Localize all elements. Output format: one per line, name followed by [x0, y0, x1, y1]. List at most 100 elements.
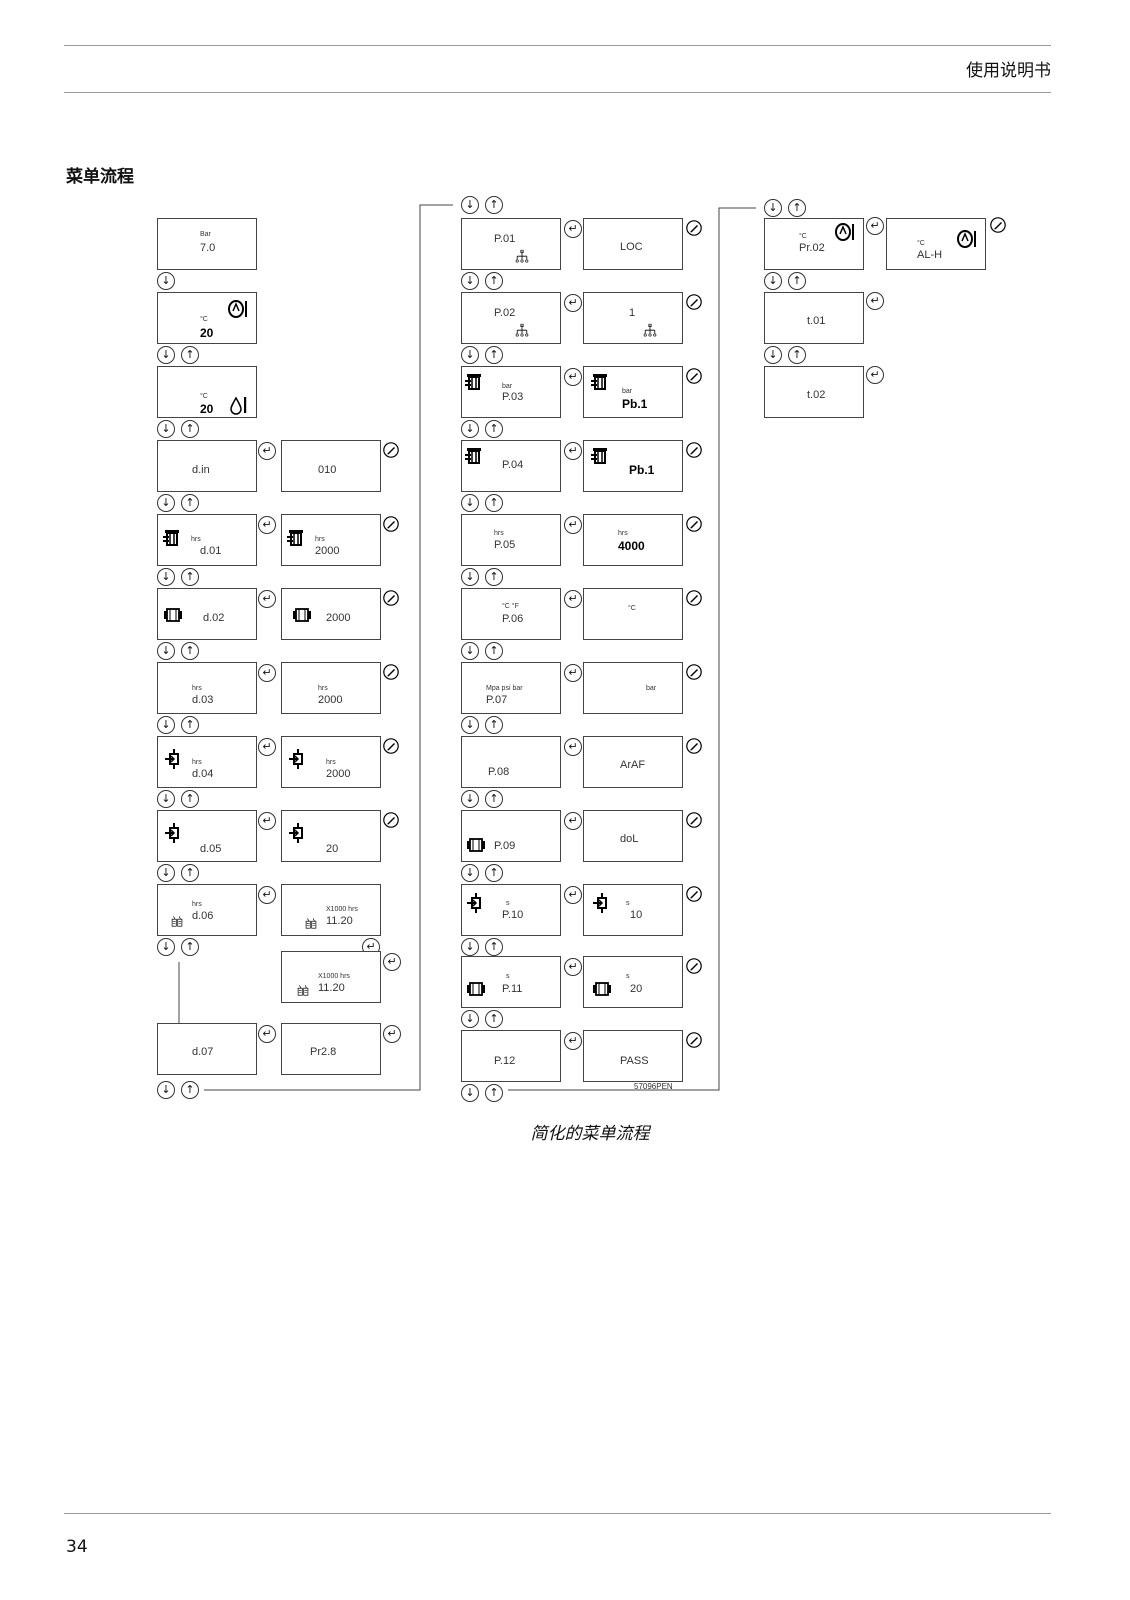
edit-icon[interactable]: [383, 442, 399, 458]
down-button[interactable]: ↓: [764, 199, 782, 217]
edit-icon[interactable]: [686, 738, 702, 754]
enter-button[interactable]: ↵: [564, 442, 582, 460]
enter-button[interactable]: ↵: [564, 1032, 582, 1050]
down-button[interactable]: ↓: [461, 864, 479, 882]
down-button[interactable]: ↓: [461, 196, 479, 214]
enter-button[interactable]: ↵: [258, 886, 276, 904]
down-button[interactable]: ↓: [461, 642, 479, 660]
down-button[interactable]: ↓: [157, 1081, 175, 1099]
up-button[interactable]: ↑: [181, 642, 199, 660]
up-button[interactable]: ↑: [485, 272, 503, 290]
enter-button[interactable]: ↵: [258, 738, 276, 756]
edit-icon[interactable]: [383, 664, 399, 680]
down-button[interactable]: ↓: [461, 494, 479, 512]
down-button[interactable]: ↓: [764, 272, 782, 290]
down-button[interactable]: ↓: [157, 494, 175, 512]
down-button[interactable]: ↓: [461, 938, 479, 956]
up-button[interactable]: ↑: [485, 420, 503, 438]
up-button[interactable]: ↑: [788, 272, 806, 290]
enter-button[interactable]: ↵: [564, 220, 582, 238]
up-button[interactable]: ↑: [485, 568, 503, 586]
up-button[interactable]: ↑: [181, 790, 199, 808]
edit-icon[interactable]: [686, 220, 702, 236]
down-button[interactable]: ↓: [461, 272, 479, 290]
up-button[interactable]: ↑: [181, 864, 199, 882]
down-button[interactable]: ↓: [157, 272, 175, 290]
up-button[interactable]: ↑: [485, 864, 503, 882]
enter-button[interactable]: ↵: [564, 516, 582, 534]
down-button[interactable]: ↓: [157, 346, 175, 364]
up-button[interactable]: ↑: [485, 346, 503, 364]
filter-icon: [464, 447, 484, 467]
edit-icon[interactable]: [686, 958, 702, 974]
down-button[interactable]: ↓: [157, 716, 175, 734]
enter-button[interactable]: ↵: [258, 812, 276, 830]
down-button[interactable]: ↓: [461, 716, 479, 734]
down-button[interactable]: ↓: [157, 420, 175, 438]
enter-button[interactable]: ↵: [258, 590, 276, 608]
edit-icon[interactable]: [383, 738, 399, 754]
enter-button[interactable]: ↵: [258, 442, 276, 460]
down-button[interactable]: ↓: [157, 568, 175, 586]
enter-button[interactable]: ↵: [564, 294, 582, 312]
enter-button[interactable]: ↵: [564, 664, 582, 682]
down-button[interactable]: ↓: [157, 864, 175, 882]
up-button[interactable]: ↑: [181, 568, 199, 586]
enter-button[interactable]: ↵: [383, 953, 401, 971]
enter-button[interactable]: ↵: [866, 292, 884, 310]
enter-button[interactable]: ↵: [564, 738, 582, 756]
up-button[interactable]: ↑: [181, 938, 199, 956]
edit-icon[interactable]: [990, 217, 1006, 233]
down-button[interactable]: ↓: [461, 568, 479, 586]
edit-icon[interactable]: [686, 442, 702, 458]
down-button[interactable]: ↓: [157, 642, 175, 660]
edit-icon[interactable]: [686, 368, 702, 384]
edit-icon[interactable]: [686, 294, 702, 310]
down-button[interactable]: ↓: [461, 1010, 479, 1028]
enter-button[interactable]: ↵: [258, 1025, 276, 1043]
up-button[interactable]: ↑: [181, 494, 199, 512]
enter-button[interactable]: ↵: [258, 516, 276, 534]
up-button[interactable]: ↑: [485, 1010, 503, 1028]
down-button[interactable]: ↓: [157, 790, 175, 808]
edit-icon[interactable]: [383, 516, 399, 532]
edit-icon[interactable]: [686, 812, 702, 828]
up-button[interactable]: ↑: [181, 1081, 199, 1099]
enter-button[interactable]: ↵: [866, 217, 884, 235]
up-button[interactable]: ↑: [485, 938, 503, 956]
edit-icon[interactable]: [686, 664, 702, 680]
up-button[interactable]: ↑: [181, 420, 199, 438]
screen-code: d.02: [203, 612, 225, 624]
down-button[interactable]: ↓: [157, 938, 175, 956]
edit-icon[interactable]: [686, 1032, 702, 1048]
edit-icon[interactable]: [686, 516, 702, 532]
edit-icon[interactable]: [383, 590, 399, 606]
up-button[interactable]: ↑: [485, 1084, 503, 1102]
edit-icon[interactable]: [686, 590, 702, 606]
enter-button[interactable]: ↵: [866, 366, 884, 384]
up-button[interactable]: ↑: [181, 346, 199, 364]
enter-button[interactable]: ↵: [564, 958, 582, 976]
down-button[interactable]: ↓: [764, 346, 782, 364]
up-button[interactable]: ↑: [485, 196, 503, 214]
down-button[interactable]: ↓: [461, 346, 479, 364]
up-button[interactable]: ↑: [485, 790, 503, 808]
edit-icon[interactable]: [686, 886, 702, 902]
enter-button[interactable]: ↵: [564, 886, 582, 904]
up-button[interactable]: ↑: [788, 346, 806, 364]
enter-button[interactable]: ↵: [258, 664, 276, 682]
up-button[interactable]: ↑: [485, 494, 503, 512]
enter-button[interactable]: ↵: [564, 590, 582, 608]
enter-button[interactable]: ↵: [564, 812, 582, 830]
up-button[interactable]: ↑: [788, 199, 806, 217]
enter-button[interactable]: ↵: [564, 368, 582, 386]
down-button[interactable]: ↓: [461, 1084, 479, 1102]
edit-icon[interactable]: [383, 812, 399, 828]
up-button[interactable]: ↑: [181, 716, 199, 734]
screen-p-09: P.09: [461, 810, 561, 862]
down-button[interactable]: ↓: [461, 420, 479, 438]
up-button[interactable]: ↑: [485, 716, 503, 734]
down-button[interactable]: ↓: [461, 790, 479, 808]
up-button[interactable]: ↑: [485, 642, 503, 660]
enter-button[interactable]: ↵: [383, 1025, 401, 1043]
